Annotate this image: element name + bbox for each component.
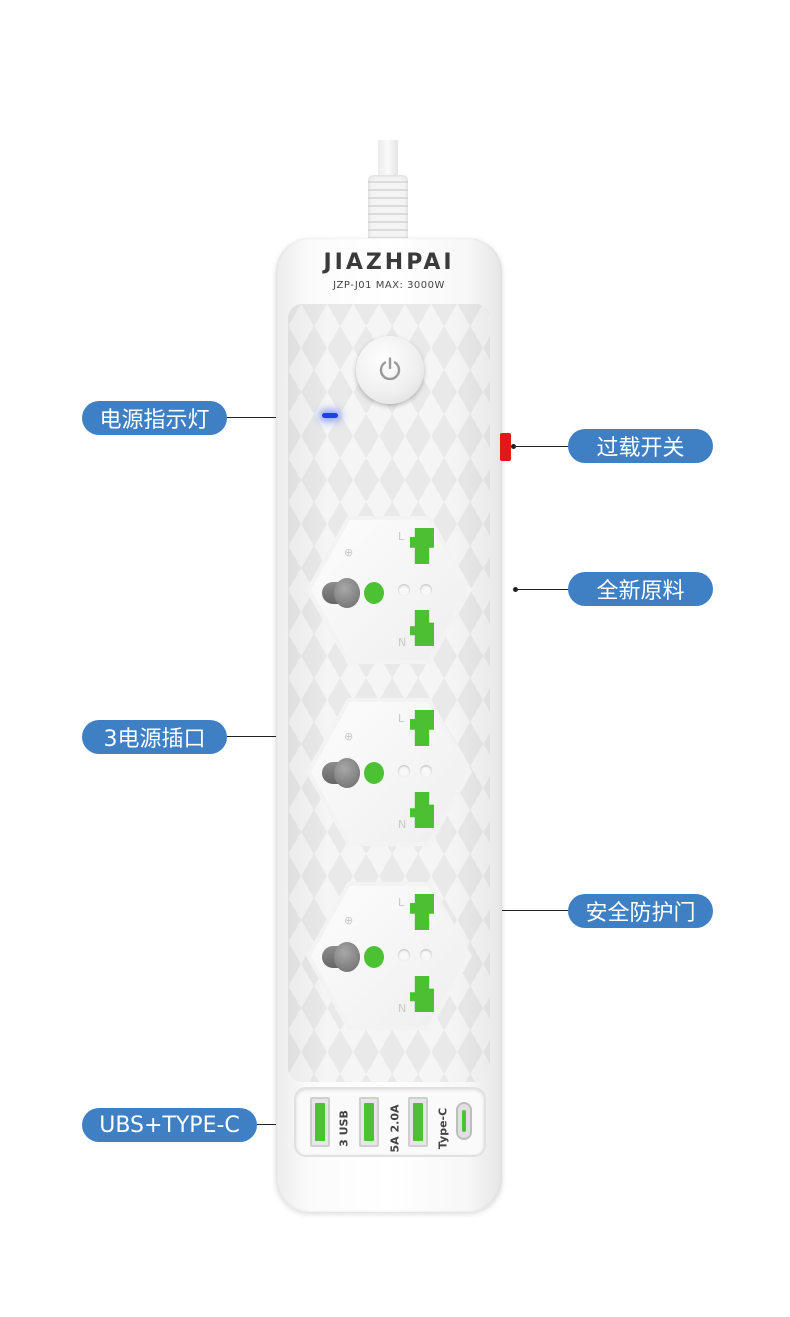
usb-port-2[interactable]	[359, 1097, 379, 1147]
three-sockets-label: 3电源插口	[82, 720, 227, 754]
earth-mark: ⊕	[344, 730, 354, 743]
usb-typec-label: UBS+TYPE-C	[82, 1108, 257, 1142]
usb-count-label: 3 USB	[337, 1110, 351, 1147]
pin-hole	[420, 765, 432, 777]
overload-switch[interactable]	[500, 433, 511, 461]
live-mark: L	[398, 896, 405, 909]
pin-hole	[398, 765, 410, 777]
power-indicator-led	[322, 413, 338, 418]
model-rating-text: JZP-J01 MAX: 3000W	[333, 280, 445, 291]
earth-pin-cap	[334, 942, 360, 972]
live-mark: L	[398, 712, 405, 725]
power-indicator-leader	[227, 417, 323, 418]
type-c-label: Type-C	[436, 1107, 450, 1150]
type-c-port[interactable]	[456, 1102, 472, 1140]
pin-hole	[398, 584, 410, 596]
neutral-mark: N	[398, 818, 407, 831]
pin-hole	[420, 949, 432, 961]
safety-door-label: 安全防护门	[568, 894, 713, 928]
earth-mark: ⊕	[344, 546, 354, 559]
earth-pin-cap	[334, 578, 360, 608]
usb-port-3[interactable]	[408, 1097, 428, 1147]
earth-shutter	[364, 762, 384, 784]
live-mark: L	[398, 530, 405, 543]
power-indicator-label: 电源指示灯	[82, 401, 227, 435]
neutral-mark: N	[398, 636, 407, 649]
earth-pin-cap	[334, 758, 360, 788]
new-material-leader	[516, 589, 568, 590]
brand-logo: JIAZHPAI	[323, 250, 455, 275]
earth-shutter	[364, 582, 384, 604]
usb-current-label: 5A 2.0A	[388, 1104, 402, 1153]
overload-switch-label: 过载开关	[568, 429, 713, 463]
new-material-dot	[513, 587, 518, 592]
overload-switch-leader	[514, 446, 568, 447]
power-button[interactable]	[356, 336, 424, 404]
earth-mark: ⊕	[344, 914, 354, 927]
power-icon	[379, 357, 401, 381]
cord-strain-relief	[368, 175, 408, 245]
new-material-label: 全新原料	[568, 572, 713, 606]
earth-shutter	[364, 946, 384, 968]
power-cord	[378, 140, 398, 180]
neutral-mark: N	[398, 1002, 407, 1015]
pin-hole	[398, 949, 410, 961]
usb-port-1[interactable]	[310, 1097, 330, 1147]
pin-hole	[420, 584, 432, 596]
overload-switch-dot	[511, 444, 516, 449]
